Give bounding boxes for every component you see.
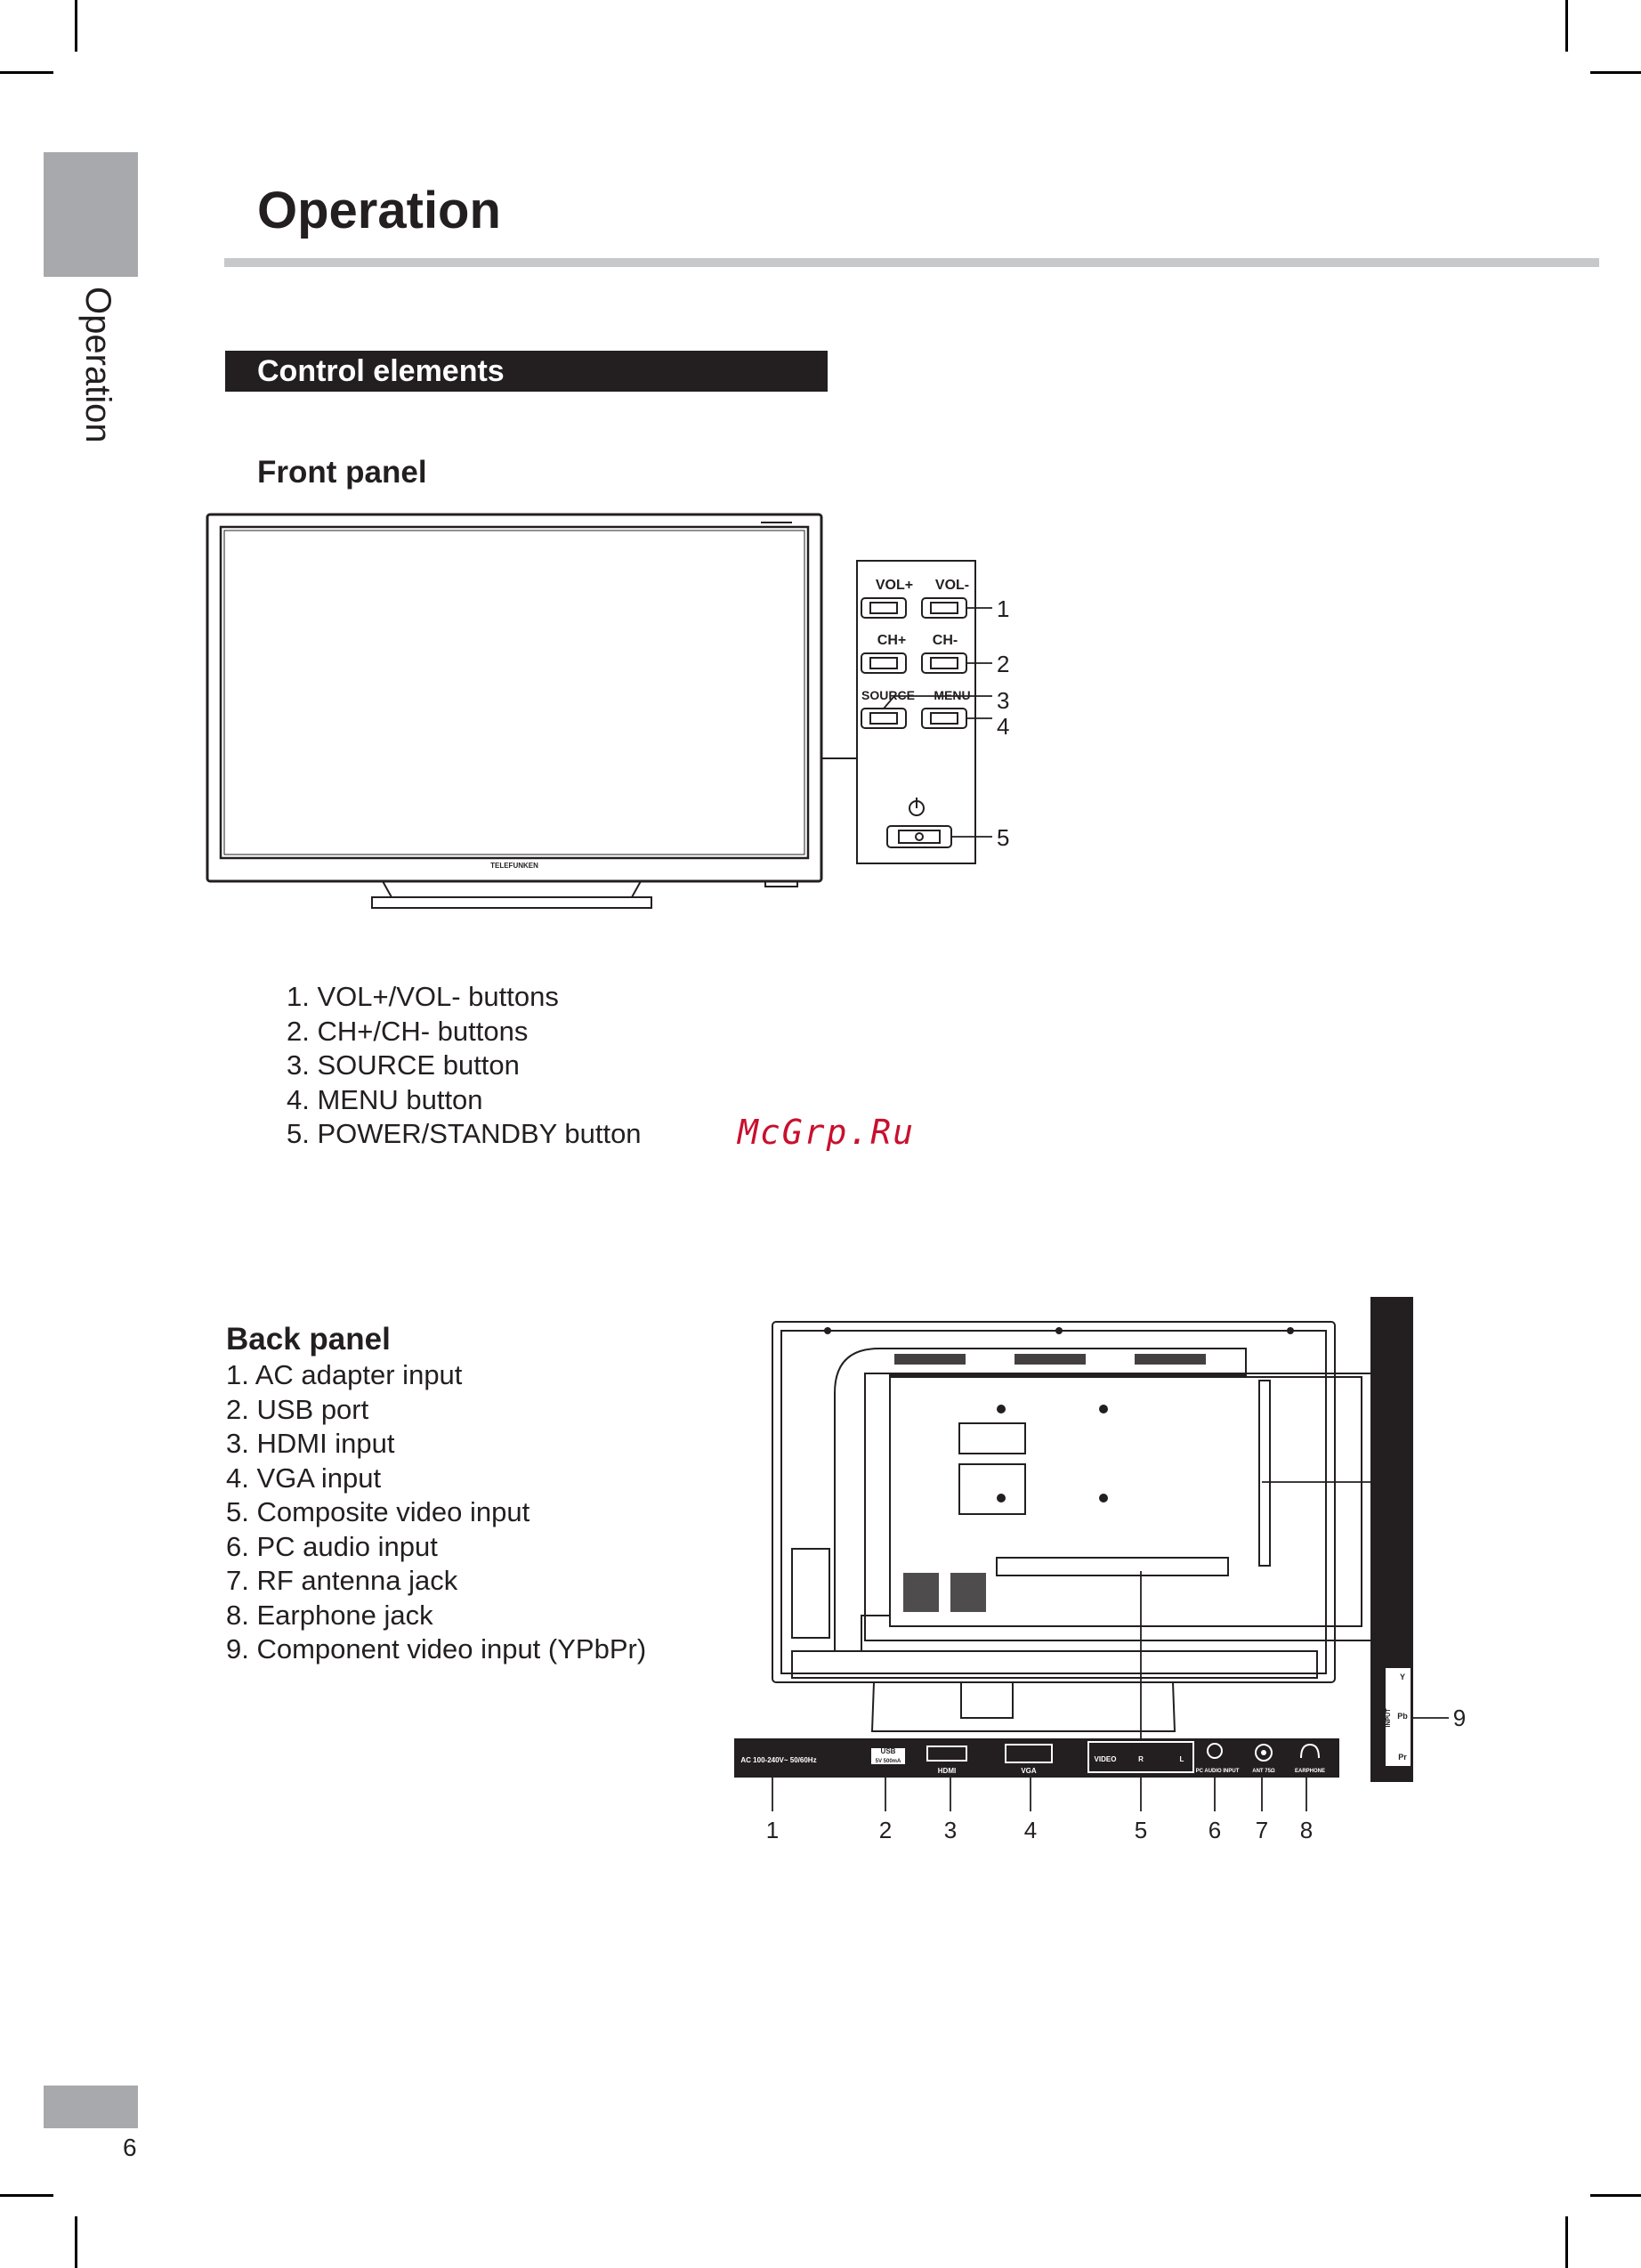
back-callout-4: 4 bbox=[1024, 1817, 1037, 1843]
input-label: INPUT bbox=[1130, 1745, 1152, 1753]
list-item: 5. POWER/STANDBY button bbox=[287, 1118, 642, 1149]
menu-label: MENU bbox=[934, 688, 970, 702]
tv-rear bbox=[772, 1321, 1336, 1683]
crop-mark bbox=[1565, 0, 1568, 52]
front-panel-list: 1. VOL+/VOL- buttons 2. CH+/CH- buttons … bbox=[287, 980, 642, 1152]
crop-mark bbox=[75, 2216, 77, 2268]
usb-sub-label: 5V 500mA bbox=[876, 1759, 901, 1764]
side-tab bbox=[44, 152, 138, 277]
list-item: 6. PC audio input bbox=[226, 1530, 438, 1562]
ch-plus-label: CH+ bbox=[877, 633, 906, 648]
crop-mark bbox=[75, 0, 77, 52]
crop-mark bbox=[1565, 2216, 1568, 2268]
power-button-shape bbox=[886, 825, 952, 848]
button-panel-zoom bbox=[856, 560, 976, 864]
list-item: 7. RF antenna jack bbox=[226, 1565, 458, 1596]
r-label: R bbox=[1138, 1755, 1144, 1763]
source-label: SOURCE bbox=[861, 688, 915, 702]
front-callout-2: 2 bbox=[997, 651, 1009, 677]
tv-brand-label: TELEFUNKEN bbox=[490, 862, 538, 870]
earphone-label: EARPHONE bbox=[1295, 1769, 1325, 1774]
back-panel-heading: Back panel bbox=[226, 1322, 391, 1357]
front-panel-heading: Front panel bbox=[257, 455, 427, 490]
tv-bezel bbox=[206, 513, 823, 883]
usb-label: USB bbox=[881, 1747, 896, 1755]
back-panel-list: 1. AC adapter input 2. USB port 3. HDMI … bbox=[226, 1358, 646, 1667]
back-callout-6: 6 bbox=[1209, 1817, 1221, 1843]
back-panel-diagram: Y Pb Pr INPUT AC 100-240V~ 50/60Hz USB 5… bbox=[734, 1297, 1466, 1843]
list-item: 8. Earphone jack bbox=[226, 1599, 433, 1631]
list-item: 2. CH+/CH- buttons bbox=[287, 1015, 529, 1047]
list-item: 3. HDMI input bbox=[226, 1428, 395, 1459]
side-port-pb: Pb bbox=[1397, 1712, 1408, 1721]
video-label: VIDEO bbox=[1095, 1755, 1117, 1763]
list-item: 3. SOURCE button bbox=[287, 1049, 520, 1081]
side-port-y: Y bbox=[1400, 1673, 1405, 1681]
section-heading: Control elements bbox=[225, 351, 828, 392]
tv-stand bbox=[382, 880, 642, 898]
list-item: 2. USB port bbox=[226, 1393, 369, 1425]
side-port-pr: Pr bbox=[1398, 1753, 1407, 1762]
crop-mark bbox=[1590, 2194, 1641, 2197]
back-callout-8: 8 bbox=[1300, 1817, 1313, 1843]
list-item: 5. Composite video input bbox=[226, 1496, 530, 1527]
vol-plus-label: VOL+ bbox=[876, 578, 913, 593]
front-callout-4: 4 bbox=[997, 713, 1009, 740]
vol-minus-label: VOL- bbox=[935, 578, 969, 593]
ac-input-label: AC 100-240V~ 50/60Hz bbox=[740, 1756, 816, 1764]
list-item: 1. VOL+/VOL- buttons bbox=[287, 981, 559, 1012]
back-callout-1: 1 bbox=[766, 1817, 779, 1843]
list-item: 4. VGA input bbox=[226, 1462, 382, 1494]
page-number: 6 bbox=[123, 2134, 137, 2161]
crop-mark bbox=[0, 71, 53, 74]
back-callout-9: 9 bbox=[1453, 1705, 1466, 1731]
hdmi-label: HDMI bbox=[938, 1767, 956, 1775]
side-tab-label: Operation bbox=[78, 287, 117, 443]
l-label: L bbox=[1180, 1755, 1184, 1763]
rear-panel-cover bbox=[864, 1373, 1375, 1641]
list-item: 1. AC adapter input bbox=[226, 1359, 463, 1390]
back-callout-7: 7 bbox=[1256, 1817, 1268, 1843]
crop-mark bbox=[0, 2194, 53, 2197]
crop-mark bbox=[1590, 71, 1641, 74]
ch-minus-label: CH- bbox=[933, 633, 958, 648]
title-rule bbox=[224, 258, 1599, 267]
tv-screen bbox=[219, 525, 810, 860]
front-callout-3: 3 bbox=[997, 687, 1009, 714]
back-callout-5: 5 bbox=[1135, 1817, 1147, 1843]
front-callout-1: 1 bbox=[997, 595, 1009, 622]
page-number-box bbox=[44, 2086, 138, 2128]
watermark: McGrp.Ru bbox=[738, 1113, 916, 1152]
list-item: 9. Component video input (YPbPr) bbox=[226, 1633, 647, 1665]
back-callout-3: 3 bbox=[944, 1817, 957, 1843]
ant-label: ANT 75Ω bbox=[1252, 1769, 1275, 1774]
side-input-label: INPUT bbox=[1386, 1708, 1392, 1728]
front-panel-diagram: TELEFUNKEN VOL+ VOL- CH+ CH- SOURCE MENU… bbox=[206, 513, 1009, 909]
back-callout-2: 2 bbox=[879, 1817, 892, 1843]
pc-audio-label: PC AUDIO INPUT bbox=[1196, 1769, 1240, 1774]
list-item: 4. MENU button bbox=[287, 1083, 483, 1115]
vga-label: VGA bbox=[1021, 1767, 1037, 1775]
front-callout-5: 5 bbox=[997, 824, 1009, 851]
page-title: Operation bbox=[257, 182, 501, 239]
